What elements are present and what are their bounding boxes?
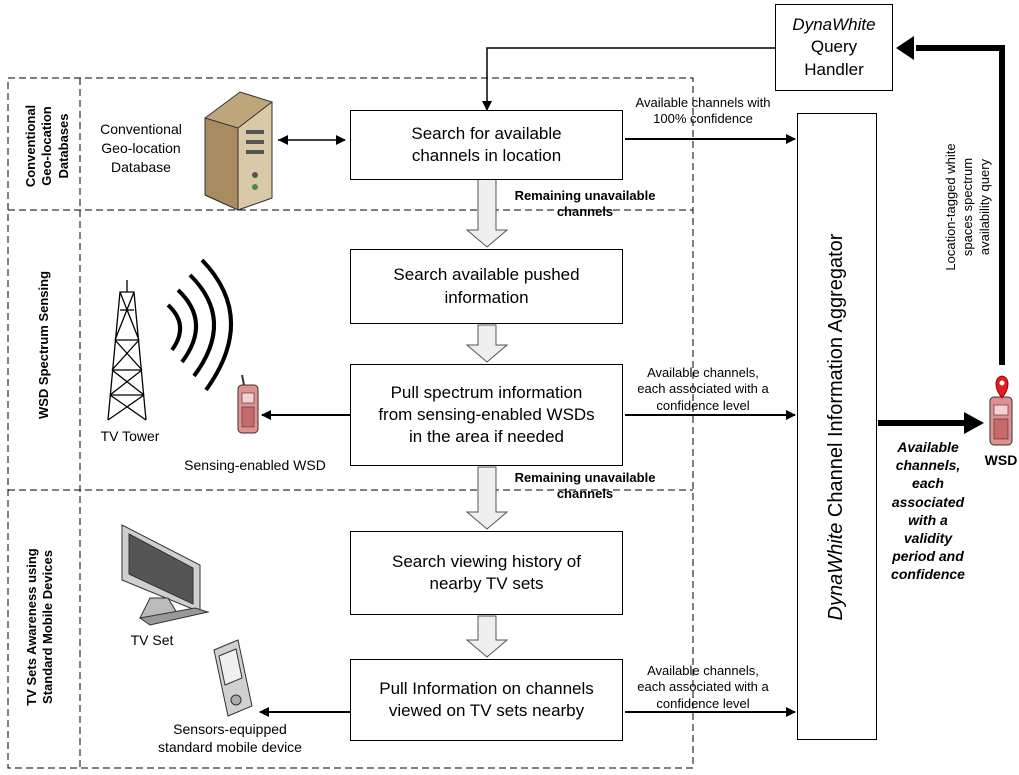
output-line1: Available bbox=[897, 439, 959, 455]
section-label-tv-awareness: TV Sets Awareness using Standard Mobile … bbox=[24, 527, 60, 727]
confidence-2-line1: Available channels, bbox=[647, 663, 759, 678]
search-channels-line2: channels in location bbox=[411, 146, 562, 165]
database-label-line2: Geo-location bbox=[101, 139, 181, 156]
pull-spectrum-line2: from sensing-enabled WSDs bbox=[378, 404, 595, 424]
flow-arrow-4 bbox=[465, 615, 509, 658]
output-line6: validity bbox=[903, 529, 953, 546]
aggregator-label: DynaWhite Channel Information Aggregator bbox=[825, 147, 849, 707]
remaining-label-2: Remaining unavailable channels bbox=[505, 470, 665, 503]
search-pushed-line1: Search available pushed bbox=[393, 265, 580, 285]
section-label-tv-awareness-line1: TV Sets Awareness using bbox=[24, 548, 39, 706]
location-pin-icon bbox=[995, 375, 1009, 399]
aggregator-box bbox=[797, 113, 877, 740]
pull-spectrum-line1: Pull spectrum information bbox=[390, 382, 583, 402]
section-label-sensing: WSD Spectrum Sensing bbox=[36, 265, 56, 425]
query-label-line1: Location-tagged white bbox=[943, 143, 958, 271]
pull-spectrum-line3: in the area if needed bbox=[408, 427, 564, 447]
search-history-line1: Search viewing history of bbox=[392, 551, 581, 571]
confidence-2-line3: confidence level bbox=[656, 695, 750, 711]
tv-tower-icon bbox=[107, 280, 147, 421]
mobile-label: Sensors-equipped standard mobile device bbox=[135, 720, 325, 756]
signal-waves-icon bbox=[166, 258, 233, 392]
sensing-wsd-phone-icon bbox=[237, 374, 259, 434]
arrow-output-head bbox=[964, 412, 984, 434]
output-line2: channels, bbox=[895, 457, 961, 474]
confidence-1-line2: each associated with a bbox=[637, 381, 769, 397]
query-label-line2: spaces spectrum bbox=[959, 157, 975, 257]
remaining-1-line1: Remaining unavailable bbox=[514, 188, 656, 203]
section-label-sensing-line1: WSD Spectrum Sensing bbox=[36, 270, 51, 420]
output-line8: confidence bbox=[891, 566, 965, 583]
arrow-query bbox=[916, 45, 1005, 365]
tv-set-label: TV Set bbox=[130, 632, 174, 648]
mobile-label-line2: standard mobile device bbox=[158, 739, 302, 756]
database-label: Conventional Geo-location Database bbox=[86, 120, 196, 177]
database-server-icon bbox=[204, 91, 273, 211]
wsd-phone-icon bbox=[989, 396, 1013, 446]
query-handler-line3: Handler bbox=[804, 59, 864, 79]
search-pushed-line2: information bbox=[444, 287, 529, 307]
pull-tv-box: Pull Information on channels viewed on T… bbox=[350, 659, 623, 741]
flow-arrow-2 bbox=[465, 324, 509, 363]
arrow-database-left-head bbox=[278, 135, 288, 145]
mobile-device-icon bbox=[213, 639, 253, 717]
pull-tv-line1: Pull Information on channels bbox=[379, 678, 594, 698]
search-channels-line1: Search for available bbox=[411, 123, 562, 143]
confidence-1-line3: confidence level bbox=[656, 397, 750, 413]
query-handler-box: DynaWhite Query Handler bbox=[775, 4, 893, 91]
confidence-1-line1: Available channels, bbox=[647, 365, 759, 380]
arrow-query-head bbox=[896, 36, 914, 60]
aggregator-label-rest: Channel Information Aggregator bbox=[825, 233, 847, 523]
full-confidence-label: Available channels with 100% confidence bbox=[618, 95, 788, 128]
mobile-label-line1: Sensors-equipped bbox=[173, 721, 287, 737]
pull-tv-line2: viewed on TV sets nearby bbox=[388, 701, 585, 720]
arrow-handler-to-search bbox=[482, 47, 775, 111]
search-history-box: Search viewing history of nearby TV sets bbox=[350, 531, 623, 615]
output-line4: associated bbox=[891, 493, 965, 510]
full-confidence-line2: 100% confidence bbox=[653, 111, 753, 127]
output-label: Available channels, each associated with… bbox=[878, 438, 978, 584]
remaining-1-line2: channels bbox=[556, 204, 614, 220]
search-channels-box: Search for available channels in locatio… bbox=[350, 110, 623, 180]
search-history-line2: nearby TV sets bbox=[429, 574, 544, 593]
confidence-2-line2: each associated with a bbox=[637, 679, 769, 695]
section-label-tv-awareness-line2: Standard Mobile Devices bbox=[40, 550, 56, 704]
confidence-label-1: Available channels, each associated with… bbox=[618, 365, 788, 414]
search-pushed-box: Search available pushed information bbox=[350, 249, 623, 324]
flow-arrow-1 bbox=[465, 177, 509, 248]
database-label-line3: Database bbox=[111, 158, 171, 175]
section-label-databases-line3: Databases bbox=[55, 113, 71, 179]
remaining-label-1: Remaining unavailable channels bbox=[505, 188, 665, 221]
pull-spectrum-box: Pull spectrum information from sensing-e… bbox=[350, 364, 623, 466]
query-label-line3: availability query bbox=[976, 158, 992, 256]
section-label-databases-line2: Geo-location bbox=[39, 106, 55, 186]
tv-set-icon bbox=[121, 524, 210, 626]
output-line7: period and bbox=[892, 548, 964, 565]
remaining-2-line2: channels bbox=[556, 486, 614, 502]
sensing-wsd-label: Sensing-enabled WSD bbox=[184, 457, 326, 473]
query-handler-line1: DynaWhite bbox=[792, 15, 876, 35]
section-label-databases-line1: Conventional bbox=[23, 104, 38, 188]
outer-frame bbox=[7, 77, 694, 769]
full-confidence-line1: Available channels with bbox=[635, 95, 771, 110]
tv-tower-label: TV Tower bbox=[100, 428, 160, 444]
output-line3: each bbox=[912, 475, 944, 492]
query-handler-line2: Query bbox=[810, 37, 858, 57]
confidence-label-2: Available channels, each associated with… bbox=[618, 663, 788, 712]
aggregator-label-italic: DynaWhite bbox=[825, 522, 847, 621]
query-label: Location-tagged white spaces spectrum av… bbox=[943, 117, 997, 297]
wsd-label: WSD bbox=[984, 452, 1018, 468]
database-label-line1: Conventional bbox=[100, 121, 182, 137]
section-label-databases: Conventional Geo-location Databases bbox=[23, 80, 71, 212]
output-line5: with a bbox=[908, 511, 948, 528]
remaining-2-line1: Remaining unavailable bbox=[514, 470, 656, 485]
flow-arrow-3 bbox=[465, 466, 509, 530]
